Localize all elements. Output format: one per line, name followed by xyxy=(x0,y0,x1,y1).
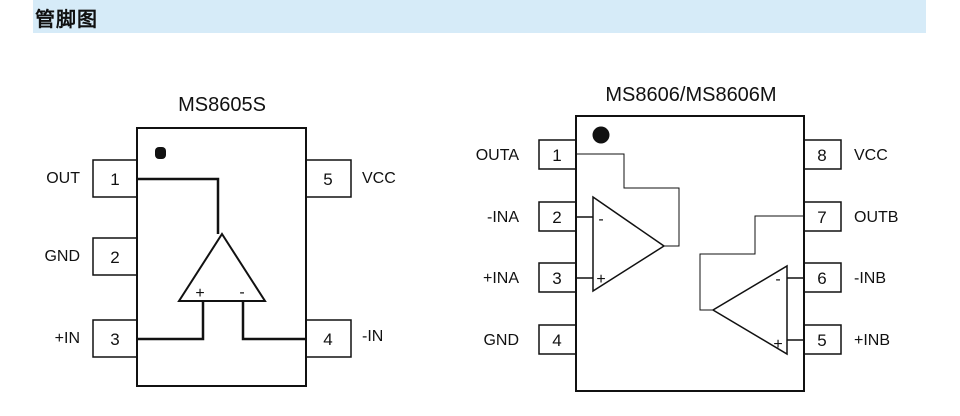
chip1-body xyxy=(136,127,307,387)
chip1-pin3-number: 3 xyxy=(110,330,119,349)
chip1-pin4-number: 4 xyxy=(323,330,332,349)
chip1-pin5-box xyxy=(305,159,352,198)
section-title: 管脚图 xyxy=(35,7,98,31)
chip2-pin8-number: 8 xyxy=(817,146,826,165)
chip2-pin4-box xyxy=(538,324,577,355)
chip1-title: MS8605S xyxy=(178,94,266,116)
chip1-minus-wire xyxy=(241,301,306,341)
chip2-opampB-minus: - xyxy=(775,271,780,288)
chip2-pin4-number: 4 xyxy=(552,331,561,350)
chip1-pin4-label: -IN xyxy=(362,328,383,345)
chip1-plus-wire xyxy=(137,301,205,341)
chip2-opampB-triangle xyxy=(711,264,788,356)
chip2-title: MS8606/MS8606M xyxy=(605,84,776,106)
chip2-pin3-number: 3 xyxy=(552,269,561,288)
chip1-opamp-triangle xyxy=(177,232,267,302)
chip2-opampA-triangle xyxy=(592,195,666,293)
chip2-pin1-label: OUTA xyxy=(476,147,520,164)
chip2-pin6-label: -INB xyxy=(854,270,886,287)
chip2-body xyxy=(575,115,805,392)
chip1-pin2-box xyxy=(92,237,138,276)
chip1-pin5-label: VCC xyxy=(362,170,396,187)
chip1-pin3-label: +IN xyxy=(55,330,80,347)
chip1-output-wire xyxy=(137,177,220,234)
chip1: MS8605S xyxy=(92,94,352,387)
chip2-opampB-output-wire xyxy=(699,215,804,311)
chip2-pin5-label: +INB xyxy=(854,332,890,349)
chip2-pin8-label: VCC xyxy=(854,147,888,164)
chip2-pin7-number: 7 xyxy=(817,208,826,227)
chip1-pin5-number: 5 xyxy=(323,170,332,189)
chip1-opamp-minus: - xyxy=(239,284,244,301)
chip2-pin6-number: 6 xyxy=(817,269,826,288)
chip2-opampA-minus: - xyxy=(598,211,603,228)
chip2-pin2-label: -INA xyxy=(487,209,519,226)
chip1-opamp-plus: + xyxy=(195,285,204,302)
chip2-pin2-number: 2 xyxy=(552,208,561,227)
chip2: MS8606/MS8606M xyxy=(538,84,842,392)
chip2-opampA-output-wire xyxy=(576,153,680,247)
chip2-opampA-plus: + xyxy=(596,271,605,288)
chip2-pin1-marker xyxy=(592,126,610,144)
chip1-pin2-number: 2 xyxy=(110,248,119,267)
chip1-pin1-number: 1 xyxy=(110,170,119,189)
chip2-pin8-box xyxy=(803,139,842,170)
chip2-pin3-label: +INA xyxy=(483,270,519,287)
chip2-pin5-number: 5 xyxy=(817,331,826,350)
chip1-pin2-label: GND xyxy=(44,248,80,265)
chip2-pin7-label: OUTB xyxy=(854,209,898,226)
chip1-pin1-label: OUT xyxy=(46,170,80,187)
section-header: 管脚图 xyxy=(33,0,926,33)
chip2-opampB-plus: + xyxy=(773,336,782,353)
chip2-pin1-number: 1 xyxy=(552,146,561,165)
chip1-pin1-marker xyxy=(155,147,166,159)
chip2-pin4-label: GND xyxy=(483,332,519,349)
